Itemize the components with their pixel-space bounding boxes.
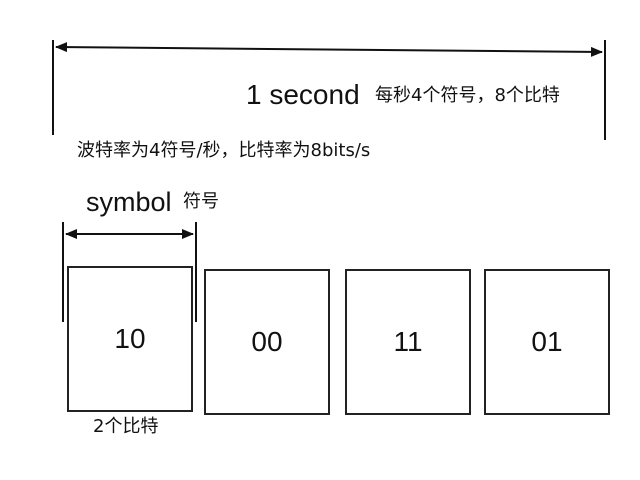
second-span-arrow: [55, 42, 603, 57]
symbol-label: symbol: [86, 187, 172, 217]
symbol-label-cn: 符号: [183, 191, 219, 212]
symbol-value: 00: [251, 326, 283, 357]
baud-rate-description: 波特率为4符号/秒，比特率为8bits/s: [77, 140, 371, 161]
one-second-description: 每秒4个符号，8个比特: [375, 85, 560, 106]
symbol-value: 01: [531, 326, 563, 357]
symbol-bits-label: 2个比特: [93, 416, 159, 437]
one-second-label: 1 second: [246, 79, 360, 110]
symbol-value: 11: [393, 326, 423, 357]
symbol-box: 00: [204, 269, 330, 415]
symbol-value: 10: [114, 323, 146, 354]
symbol-box: 01: [484, 269, 610, 415]
symbol-box: 11: [345, 269, 471, 415]
symbol-box: 10: [67, 266, 193, 412]
